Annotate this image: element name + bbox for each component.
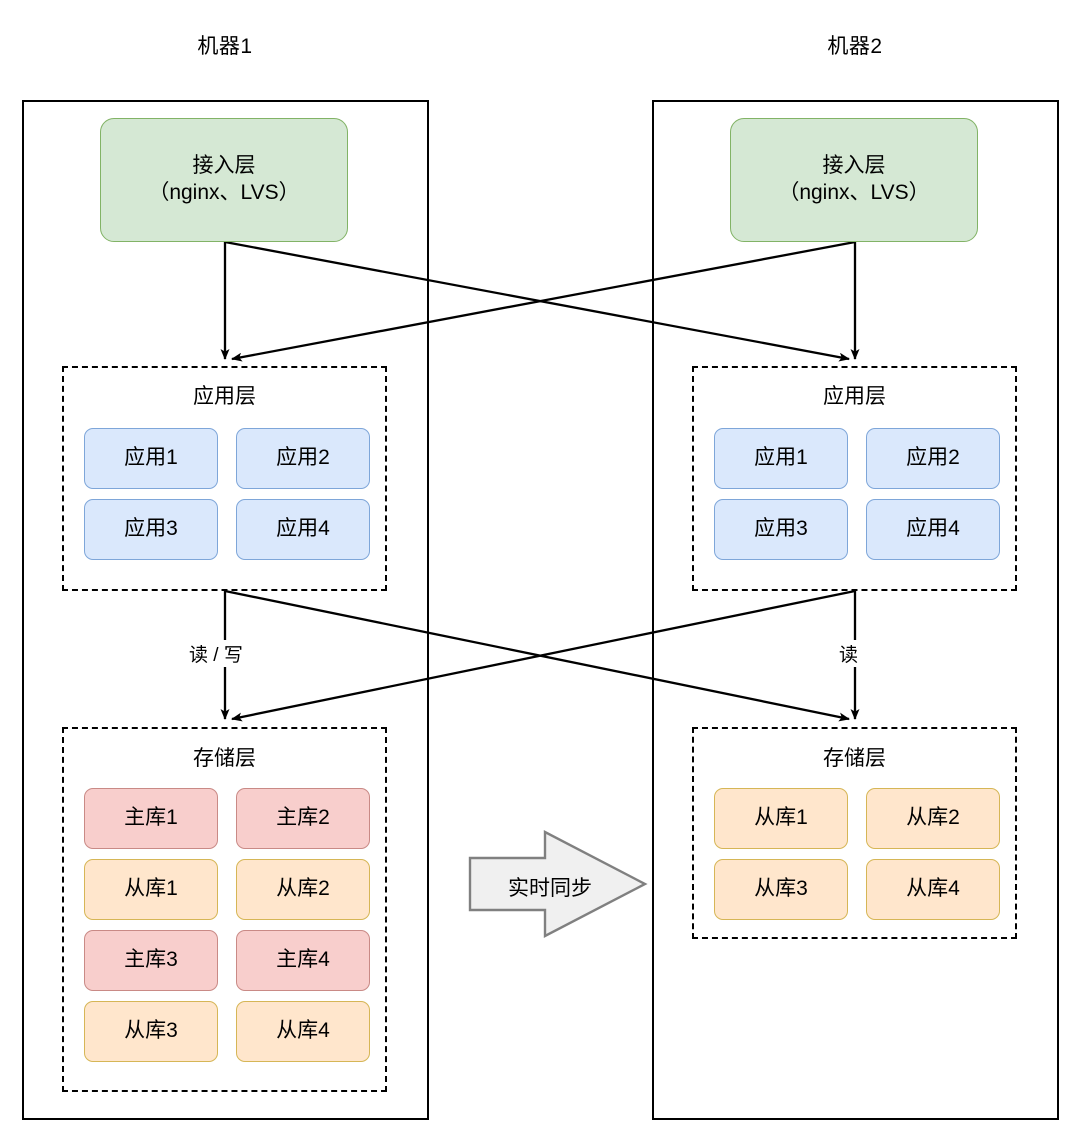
m1-app-layer-title: 应用层 — [193, 385, 256, 408]
m2-slave-db-2[interactable]: 从库2 — [866, 788, 1000, 849]
m2-app-layer-group — [692, 366, 1017, 591]
m1-slave-db-4[interactable]: 从库4 — [236, 1001, 370, 1062]
m1-master-db-4[interactable]: 主库4 — [236, 930, 370, 991]
edge-label-read-write: 读 / 写 — [186, 640, 246, 667]
m2-app-node-2[interactable]: 应用2 — [866, 428, 1000, 489]
m1-app-node-3[interactable]: 应用3 — [84, 499, 218, 560]
m2-slave-db-4[interactable]: 从库4 — [866, 859, 1000, 920]
sync-label: 实时同步 — [508, 877, 592, 900]
m1-app-node-1[interactable]: 应用1 — [84, 428, 218, 489]
sync-block-arrow-icon — [468, 830, 648, 938]
m1-app-layer-group — [62, 366, 387, 591]
m2-app-node-3[interactable]: 应用3 — [714, 499, 848, 560]
machine2-frame — [652, 100, 1059, 1120]
m2-access-layer-node[interactable]: 接入层 （nginx、LVS） — [730, 118, 978, 242]
m2-app-node-4[interactable]: 应用4 — [866, 499, 1000, 560]
m1-master-db-2[interactable]: 主库2 — [236, 788, 370, 849]
m1-slave-db-3[interactable]: 从库3 — [84, 1001, 218, 1062]
m2-slave-db-1[interactable]: 从库1 — [714, 788, 848, 849]
m2-storage-layer-group — [692, 727, 1017, 939]
edge-m1access-to-m2app — [224, 240, 850, 362]
machine1-title: 机器1 — [197, 35, 253, 58]
edge-m2app-to-m1storage — [231, 589, 856, 722]
m1-storage-layer-title: 存储层 — [193, 747, 256, 770]
m2-slave-db-3[interactable]: 从库3 — [714, 859, 848, 920]
m1-access-layer-node[interactable]: 接入层 （nginx、LVS） — [100, 118, 348, 242]
machine1-frame — [22, 100, 429, 1120]
m2-app-node-1[interactable]: 应用1 — [714, 428, 848, 489]
m2-app-layer-title: 应用层 — [823, 385, 886, 408]
m1-app-node-4[interactable]: 应用4 — [236, 499, 370, 560]
edge-m2access-to-m1app — [231, 240, 856, 362]
machine2-title: 机器2 — [827, 35, 883, 58]
edge-label-read: 读 — [836, 640, 862, 667]
m1-slave-db-2[interactable]: 从库2 — [236, 859, 370, 920]
m1-master-db-3[interactable]: 主库3 — [84, 930, 218, 991]
m2-storage-layer-title: 存储层 — [823, 747, 886, 770]
m1-slave-db-1[interactable]: 从库1 — [84, 859, 218, 920]
m1-app-node-2[interactable]: 应用2 — [236, 428, 370, 489]
edge-m1app-to-m2storage — [224, 589, 850, 722]
m1-storage-layer-group — [62, 727, 387, 1092]
m1-master-db-1[interactable]: 主库1 — [84, 788, 218, 849]
